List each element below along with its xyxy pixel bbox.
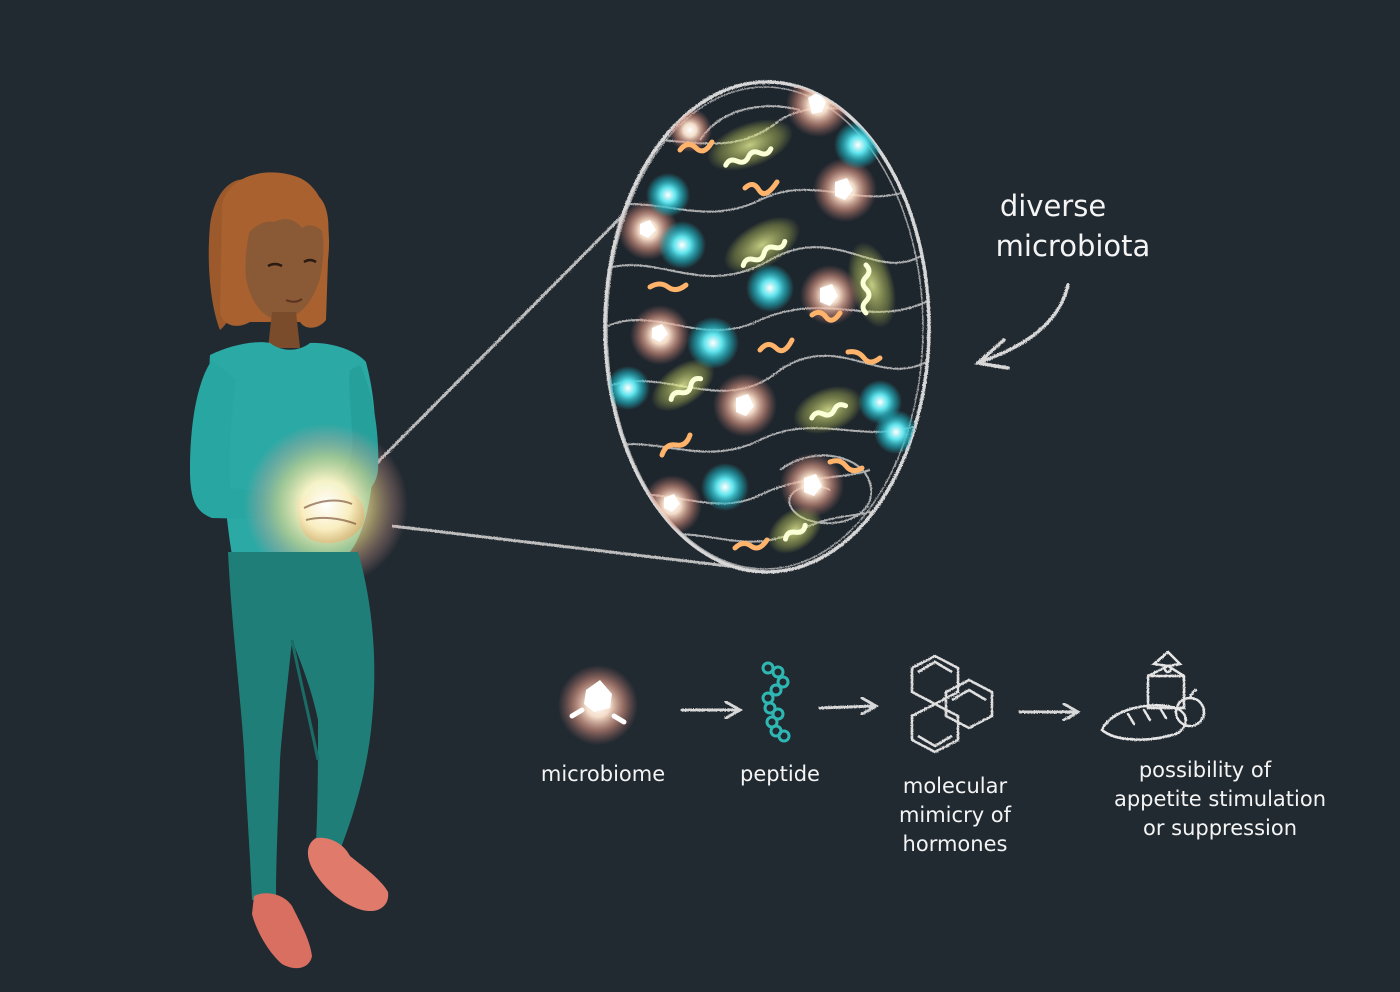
step-peptide-label: peptide [720, 760, 840, 789]
annotation-line-1: diverse [999, 189, 1107, 223]
zoom-lines [373, 196, 746, 570]
arrow-icon [1018, 702, 1082, 722]
step-hormones-line-1: molecular [902, 774, 1008, 798]
arrow-icon [680, 700, 744, 720]
step-hormones-label: molecular mimicry of hormones [880, 772, 1030, 859]
hormone-molecule-icon [910, 654, 994, 754]
step-appetite-line-1: possibility of [1138, 758, 1272, 782]
annotation-label: diverse microbiota [978, 186, 1168, 266]
annotation-arrow-icon [974, 283, 1070, 370]
step-hormones-line-3: hormones [902, 832, 1008, 856]
cocci-microbes [606, 121, 918, 511]
peptide-chain-icon [761, 661, 791, 743]
step-appetite-label: possibility of appetite stimulation or s… [1090, 756, 1350, 843]
step-peptide-text: peptide [740, 762, 820, 786]
step-appetite-line-2: appetite stimulation [1113, 787, 1327, 811]
step-microbiome-label: microbiome [528, 760, 678, 789]
microbiota-oval [603, 80, 931, 574]
step-microbiome-text: microbiome [540, 762, 666, 786]
step-appetite-line-3: or suppression [1142, 816, 1298, 840]
annotation-line-2: microbiota [995, 229, 1151, 263]
rod-microbes [651, 119, 897, 554]
food-icon [1100, 650, 1206, 741]
woman-figure [190, 172, 408, 969]
step-hormones-line-2: mimicry of [898, 803, 1012, 827]
arrow-icon [818, 696, 880, 716]
spore-centers [640, 92, 853, 512]
microbe-icon [558, 665, 638, 745]
spiral-microbes [647, 139, 883, 551]
